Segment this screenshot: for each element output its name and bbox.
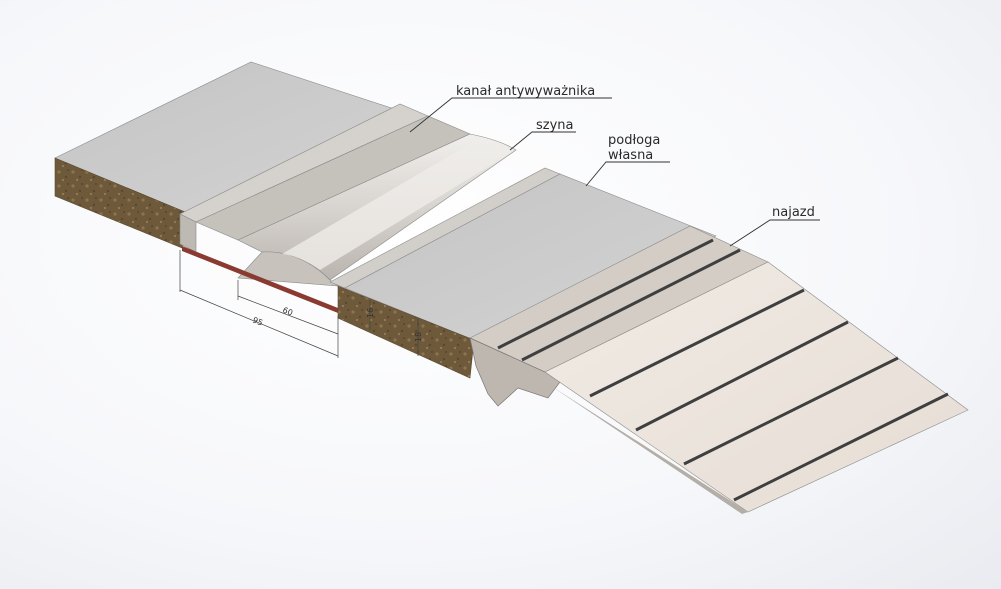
ramp-profile [469, 225, 969, 514]
callout-ramp: najazd [772, 205, 815, 220]
rail-seal-strip [182, 246, 338, 313]
ramp-groove [683, 356, 899, 466]
own-floor-panel [329, 167, 717, 379]
ramp-grooves [497, 238, 949, 502]
ramp-groove [589, 288, 805, 398]
ramp-slope-underside [548, 384, 748, 514]
callout-anti-lever-channel: kanał antywyważnika [456, 84, 595, 99]
callouts: kanał antywyważnika szyna podłoga własna… [409, 84, 820, 247]
dimension-height-profile: 16 [366, 308, 375, 318]
dimensions: 95 60 16 18 [179, 250, 423, 358]
callout-rail: szyna [536, 118, 574, 133]
channel-profile [179, 103, 471, 253]
ramp-slope-surface [544, 261, 969, 513]
dimension-width-total: 95 [251, 316, 264, 328]
rail-highlight [282, 138, 512, 270]
callout-own-floor-line1: podłoga [608, 133, 660, 148]
own-floor-side [337, 285, 475, 379]
ramp-groove [635, 320, 849, 432]
ramp-groove [521, 248, 741, 362]
ramp-groove [497, 238, 714, 350]
dimension-height-floor: 18 [414, 332, 423, 342]
ramp-groove [733, 392, 949, 502]
dimension-width-rail: 60 [281, 306, 294, 318]
callout-own-floor-line2: własna [608, 148, 653, 163]
left-floor-panel [54, 61, 423, 249]
rail [182, 133, 517, 313]
